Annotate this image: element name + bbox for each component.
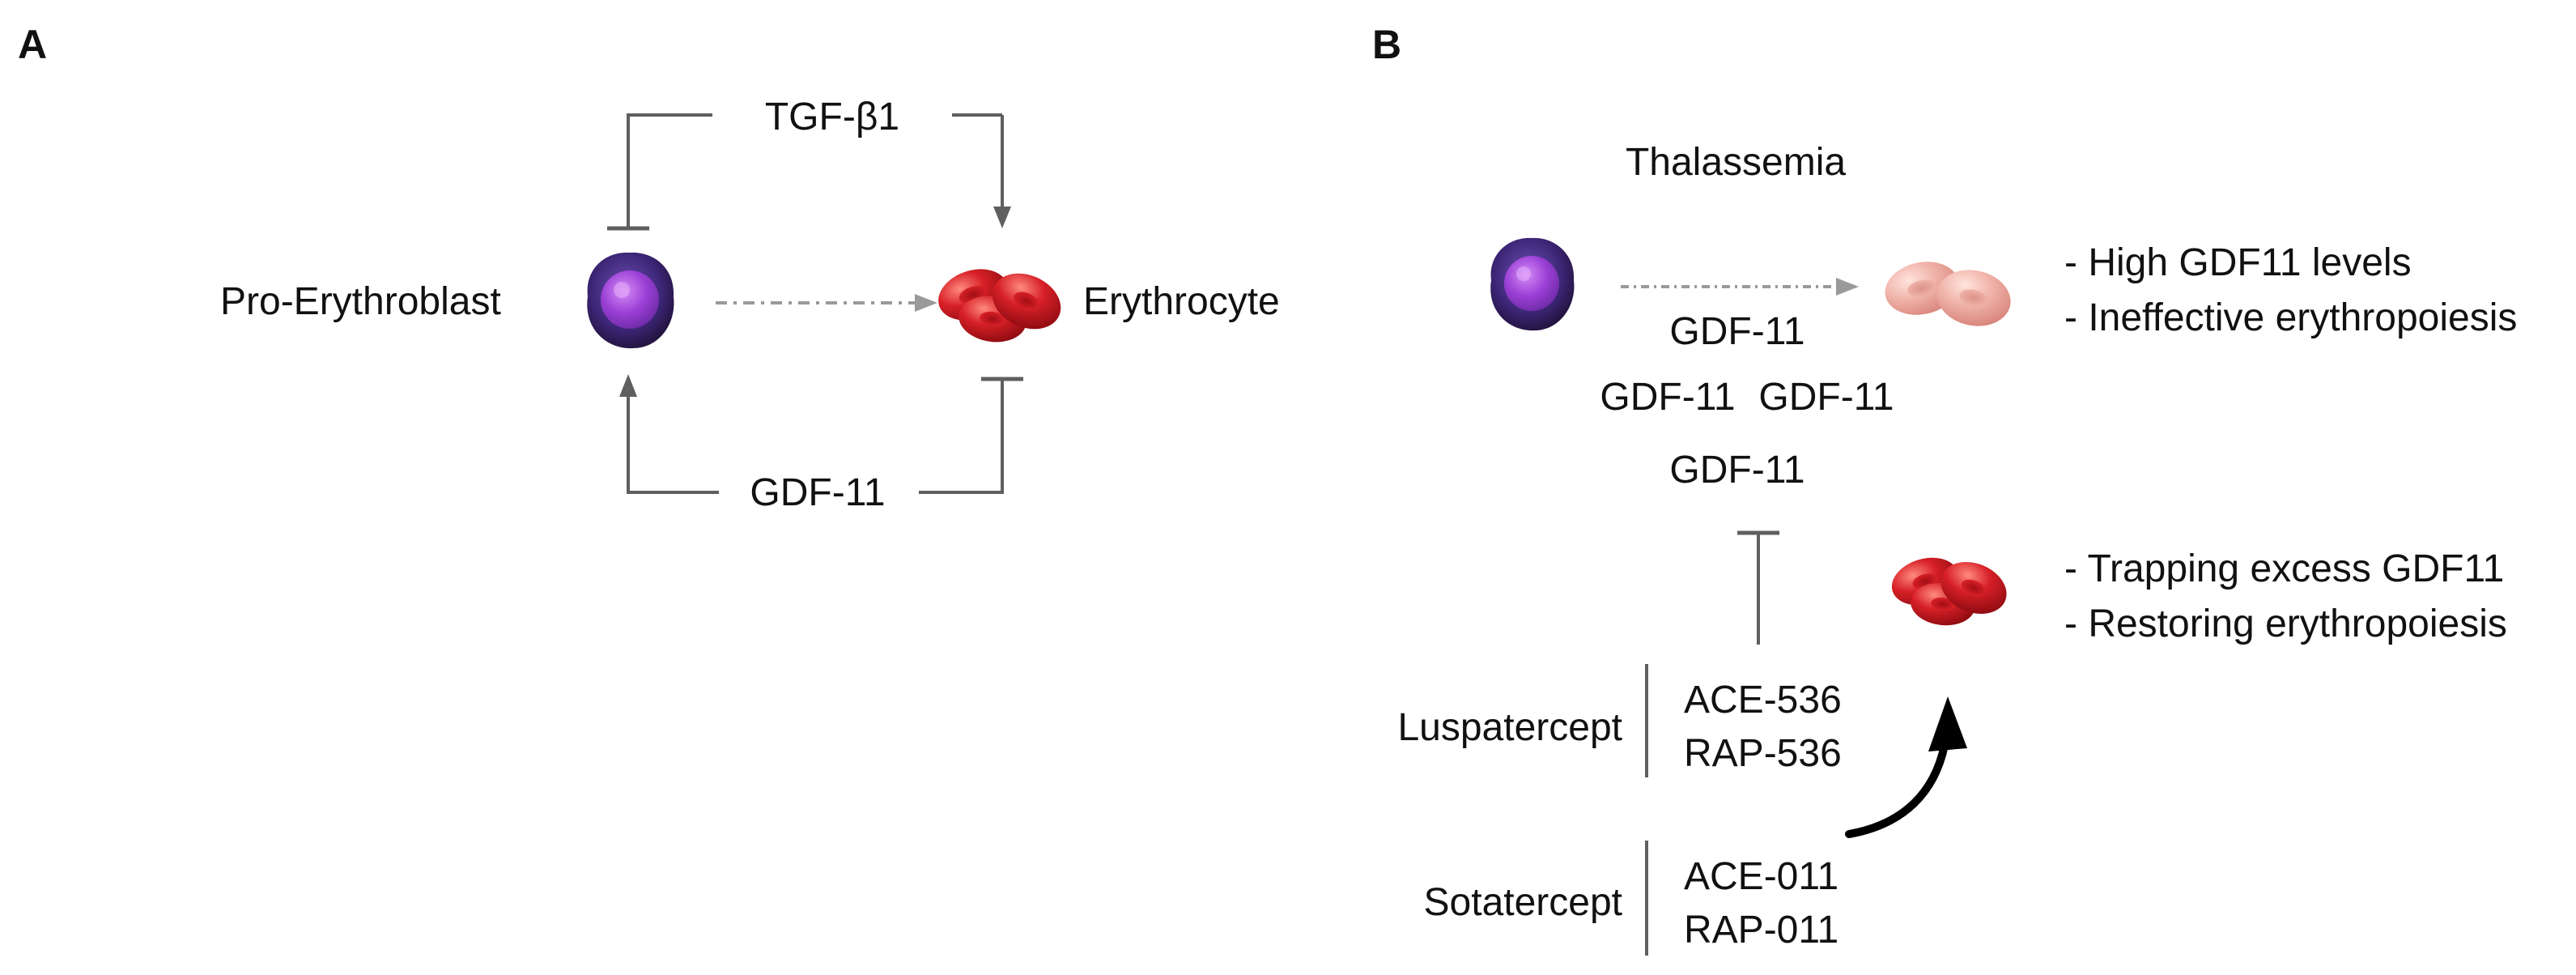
ace011-code: ACE-011 — [1684, 855, 1838, 898]
differentiation-arrow — [716, 294, 937, 312]
gdf11-label: GDF-11 — [750, 471, 885, 514]
restoration-arrowhead-icon — [1928, 696, 1967, 751]
gdf11-cluster-label-left: GDF-11 — [1600, 376, 1735, 419]
tgf-arrowhead-icon — [993, 206, 1011, 228]
gdf11-arrowhead-icon — [619, 374, 637, 397]
ace536-code: ACE-536 — [1684, 679, 1842, 722]
erythrocyte-label: Erythrocyte — [1083, 280, 1280, 323]
luspatercept-block: Luspatercept ACE-536 RAP-536 — [1397, 664, 1842, 777]
ineffective-erythropoiesis-note: - Ineffective erythropoiesis — [2064, 296, 2517, 339]
rap011-code: RAP-011 — [1684, 909, 1838, 952]
pro-erythroblast-cell-icon — [587, 252, 674, 349]
thalassemia-title: Thalassemia — [1626, 141, 1846, 184]
ineffective-arrowhead-icon — [1836, 278, 1859, 296]
gdf11-cluster-label-bottom: GDF-11 — [1669, 449, 1804, 492]
high-gdf11-note: - High GDF11 levels — [2064, 241, 2412, 284]
panel-a-label: A — [18, 22, 47, 67]
gdf11-cluster-label-top: GDF-11 — [1669, 310, 1804, 353]
restoring-erythropoiesis-note: - Restoring erythropoiesis — [2064, 602, 2507, 645]
panel-b-label: B — [1372, 22, 1401, 67]
panel-a: A TGF-β1 GDF-11 Pro-Erythroblast Erythro… — [18, 22, 1280, 514]
gdf11-feedback-path — [619, 374, 1023, 494]
pro-erythroblast-label: Pro-Erythroblast — [220, 280, 501, 323]
gdf11-cluster-label-right: GDF-11 — [1758, 376, 1894, 419]
rap536-code: RAP-536 — [1684, 732, 1842, 775]
differentiation-arrowhead-icon — [915, 294, 937, 312]
drug-inhibition-path — [1737, 530, 1779, 645]
pale-red-blood-cells-icon — [1885, 262, 2011, 326]
restoration-curved-arrow — [1845, 696, 1967, 838]
luspatercept-label: Luspatercept — [1397, 706, 1622, 749]
ineffective-differentiation-arrow — [1621, 278, 1859, 296]
sotatercept-label: Sotatercept — [1424, 881, 1622, 924]
sotatercept-block: Sotatercept ACE-011 RAP-011 — [1424, 841, 1838, 956]
pro-erythroblast-cell-icon — [1490, 237, 1575, 331]
red-blood-cells-icon — [1891, 557, 2007, 626]
tgf-beta1-inhibition-path — [607, 113, 1011, 231]
panel-b: B Thalassemia GDF-11 GDF-1 — [1372, 22, 2517, 956]
red-blood-cells-icon — [938, 269, 1061, 343]
trapping-gdf11-note: - Trapping excess GDF11 — [2064, 547, 2504, 590]
tgf-beta1-label: TGF-β1 — [765, 96, 899, 138]
